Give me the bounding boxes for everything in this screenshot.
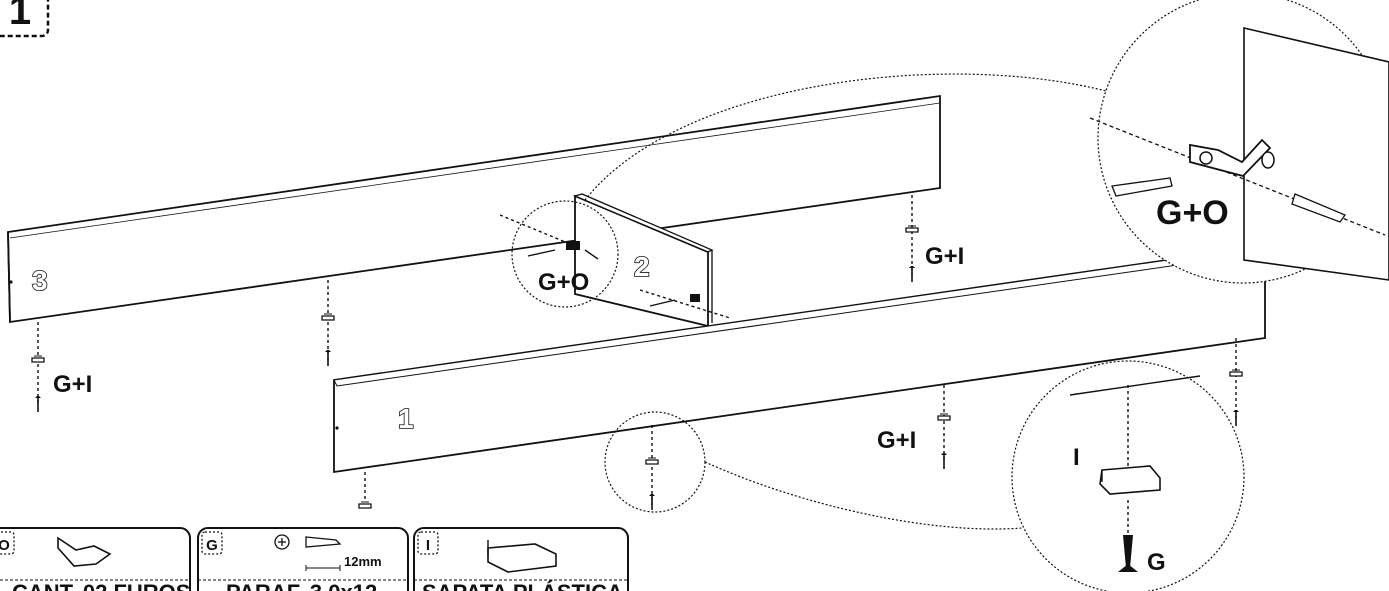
- bracket-mark-small: [527, 241, 700, 307]
- zoom-foot-detail: I G: [1011, 360, 1245, 591]
- gi-left-label: G+I: [53, 371, 92, 398]
- part-o-name: CANT. 02 FUROS: [12, 580, 190, 591]
- go-zoom-label: G+O: [1156, 194, 1229, 232]
- zoom-connector-bottom: [704, 461, 1023, 530]
- part-box-g: G 12mm PARAF. 3,0x12: [197, 527, 409, 591]
- assembly-guides: [37, 195, 1237, 505]
- gi-right-label: G+I: [925, 243, 964, 270]
- part-g-code: G: [206, 537, 218, 554]
- screw-icon: [305, 536, 342, 548]
- step-number: 1: [9, 0, 31, 33]
- part-o-code: O: [0, 537, 10, 554]
- part-box-o: O CANT. 02 FUROS: [0, 527, 191, 591]
- zoom-bracket-detail: G+O: [1089, 0, 1389, 284]
- panel-3: 3: [7, 94, 941, 324]
- part-i-code: I: [426, 537, 430, 554]
- panel-2-label: 2: [634, 251, 650, 282]
- angle-bracket-icon: [57, 536, 112, 567]
- zoom-i-label: I: [1073, 444, 1080, 471]
- part-g-size: 12mm: [344, 554, 382, 569]
- gi-center-label: G+I: [877, 427, 916, 454]
- part-i-name: SAPATA PLÁSTICA: [422, 580, 623, 591]
- panel-2: 2: [573, 193, 714, 328]
- panel-1-label: 1: [398, 403, 414, 434]
- detail-circle-go: [511, 200, 619, 308]
- zoom-g-label: G: [1147, 549, 1166, 576]
- go-small-label: G+O: [538, 269, 589, 296]
- part-box-i: I SAPATA PLÁSTICA: [413, 527, 629, 591]
- panel-1: 1: [333, 244, 1269, 474]
- part-g-name: PARAF. 3,0x12: [226, 580, 377, 591]
- plastic-foot-icon: [487, 543, 557, 573]
- panel-3-label: 3: [32, 265, 48, 296]
- step-badge: 1: [0, 0, 50, 38]
- zoom-connector-top: [584, 73, 1111, 201]
